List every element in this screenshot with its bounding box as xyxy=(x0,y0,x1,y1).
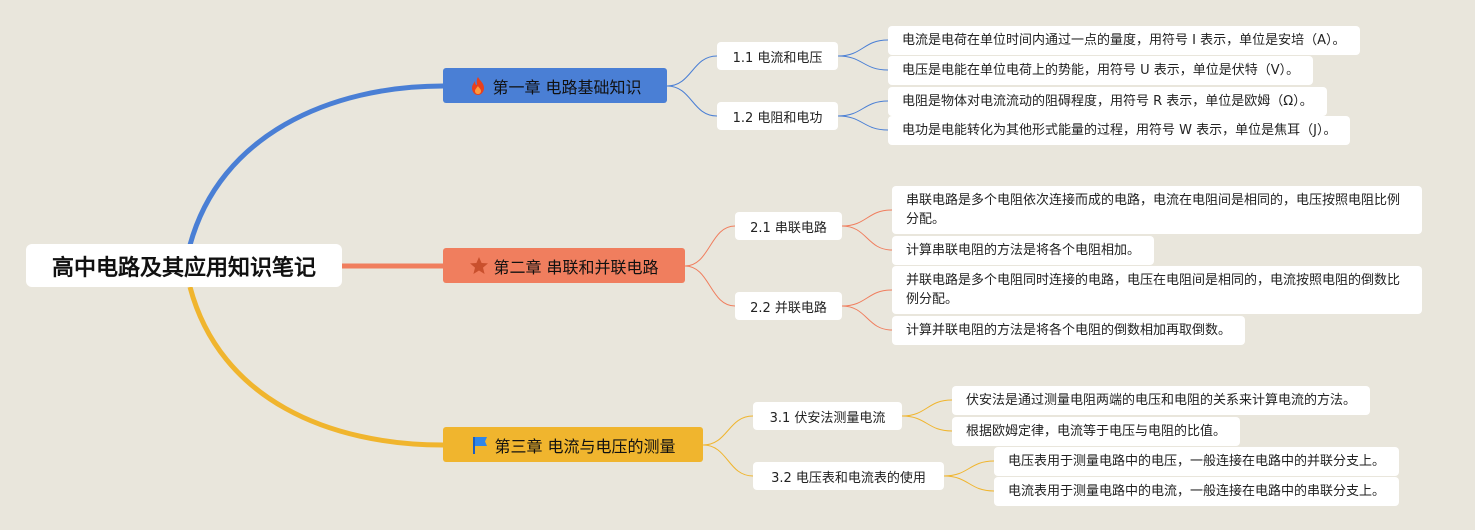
note-1-2-2[interactable]: 电功是电能转化为其他形式能量的过程，用符号 W 表示，单位是焦耳（J）。 xyxy=(888,116,1351,145)
section-3-2-node[interactable]: 3.2 电压表和电流表的使用 xyxy=(753,462,944,490)
chapter-3-node[interactable]: 第三章 电流与电压的测量 xyxy=(443,427,703,462)
chapter-2-title: 第二章 串联和并联电路 xyxy=(493,257,659,277)
note-1-2-1[interactable]: 电阻是物体对电流流动的阻碍程度，用符号 R 表示，单位是欧姆（Ω）。 xyxy=(888,87,1327,116)
fire-icon xyxy=(472,76,485,95)
root-title: 高中电路及其应用知识笔记 xyxy=(51,255,316,281)
connector-ch2-s1 xyxy=(684,225,736,267)
connector-ch2-s2 xyxy=(684,265,736,307)
connector-s21-n2 xyxy=(841,225,893,251)
note-text: 根据欧姆定律，电流等于电压与电阻的比值。 xyxy=(966,424,1227,439)
connector-s22-n2 xyxy=(841,305,893,331)
connector-ch3-s1 xyxy=(702,415,754,446)
note-1-1-2[interactable]: 电压是电能在单位电荷上的势能，用符号 U 表示，单位是伏特（V）。 xyxy=(888,56,1314,85)
section-2-2-title: 2.2 并联电路 xyxy=(750,300,827,316)
note-text: 计算并联电阻的方法是将各个电阻的倒数相加再取倒数。 xyxy=(906,323,1232,338)
note-text: 电压表用于测量电路中的电压，一般连接在电路中的并联分支上。 xyxy=(1008,454,1386,469)
note-text: 串联电路是多个电阻依次连接而成的电路，电流在电阻间是相同的，电压按照电阻比例分配… xyxy=(906,193,1401,227)
connector-s31-n1 xyxy=(901,399,953,417)
connector-s11-n1 xyxy=(837,39,889,57)
note-2-2-2[interactable]: 计算并联电阻的方法是将各个电阻的倒数相加再取倒数。 xyxy=(892,316,1246,345)
connector-root-ch1 xyxy=(187,83,444,246)
note-text: 计算串联电阻的方法是将各个电阻相加。 xyxy=(906,243,1141,258)
note-text: 电流是电荷在单位时间内通过一点的量度，用符号 I 表示，单位是安培（A）。 xyxy=(902,33,1346,48)
connector-s32-n1 xyxy=(943,460,995,477)
section-1-1-title: 1.1 电流和电压 xyxy=(732,50,823,66)
section-3-1-title: 3.1 伏安法测量电流 xyxy=(769,410,886,426)
star-icon xyxy=(470,256,489,274)
connector-s21-n1 xyxy=(841,209,893,227)
section-1-1-node[interactable]: 1.1 电流和电压 xyxy=(717,42,838,70)
note-text: 电压是电能在单位电荷上的势能，用符号 U 表示，单位是伏特（V）。 xyxy=(902,63,1300,78)
chapter-2-node[interactable]: 第二章 串联和并联电路 xyxy=(443,248,685,283)
note-3-1-1[interactable]: 伏安法是通过测量电阻两端的电压和电阻的关系来计算电流的方法。 xyxy=(952,386,1371,415)
connector-s22-n1 xyxy=(841,289,893,307)
connector-ch3-s2 xyxy=(702,444,754,477)
note-3-2-2[interactable]: 电流表用于测量电路中的电流，一般连接在电路中的串联分支上。 xyxy=(994,477,1400,506)
connector-root-ch3 xyxy=(187,286,444,448)
section-3-2-title: 3.2 电压表和电流表的使用 xyxy=(771,470,926,486)
chapter-1-node[interactable]: 第一章 电路基础知识 xyxy=(443,68,667,103)
note-text: 电流表用于测量电路中的电流，一般连接在电路中的串联分支上。 xyxy=(1008,484,1386,499)
connector-s32-n2 xyxy=(943,475,995,492)
note-3-1-2[interactable]: 根据欧姆定律，电流等于电压与电阻的比值。 xyxy=(952,417,1241,446)
note-text: 伏安法是通过测量电阻两端的电压和电阻的关系来计算电流的方法。 xyxy=(966,393,1357,408)
note-text: 电阻是物体对电流流动的阻碍程度，用符号 R 表示，单位是欧姆（Ω）。 xyxy=(902,94,1313,109)
note-2-1-2[interactable]: 计算串联电阻的方法是将各个电阻相加。 xyxy=(892,236,1155,265)
note-1-1-1[interactable]: 电流是电荷在单位时间内通过一点的量度，用符号 I 表示，单位是安培（A）。 xyxy=(888,26,1360,55)
note-2-1-1[interactable]: 串联电路是多个电阻依次连接而成的电路，电流在电阻间是相同的，电压按照电阻比例分配… xyxy=(892,186,1422,234)
connector-ch1-s2 xyxy=(666,85,718,117)
section-3-1-node[interactable]: 3.1 伏安法测量电流 xyxy=(753,402,902,430)
flag-icon xyxy=(473,436,488,454)
section-2-1-node[interactable]: 2.1 串联电路 xyxy=(735,212,842,240)
note-3-2-1[interactable]: 电压表用于测量电路中的电压，一般连接在电路中的并联分支上。 xyxy=(994,447,1400,476)
section-2-1-title: 2.1 串联电路 xyxy=(750,220,827,236)
connector-s12-n1 xyxy=(837,100,889,117)
note-text: 电功是电能转化为其他形式能量的过程，用符号 W 表示，单位是焦耳（J）。 xyxy=(902,123,1337,138)
chapter-3-title: 第三章 电流与电压的测量 xyxy=(494,436,676,456)
chapter-1-title: 第一章 电路基础知识 xyxy=(492,77,642,97)
connector-ch1-s1 xyxy=(666,55,718,87)
connector-s31-n2 xyxy=(901,415,953,432)
connector-s11-n2 xyxy=(837,55,889,71)
root-topic[interactable]: 高中电路及其应用知识笔记 xyxy=(26,244,342,287)
section-1-2-title: 1.2 电阻和电功 xyxy=(732,110,823,126)
section-2-2-node[interactable]: 2.2 并联电路 xyxy=(735,292,842,320)
section-1-2-node[interactable]: 1.2 电阻和电功 xyxy=(717,102,838,130)
note-2-2-1[interactable]: 并联电路是多个电阻同时连接的电路，电压在电阻间是相同的，电流按照电阻的倒数比例分… xyxy=(892,266,1422,314)
connector-s12-n2 xyxy=(837,115,889,131)
note-text: 并联电路是多个电阻同时连接的电路，电压在电阻间是相同的，电流按照电阻的倒数比例分… xyxy=(906,273,1401,307)
